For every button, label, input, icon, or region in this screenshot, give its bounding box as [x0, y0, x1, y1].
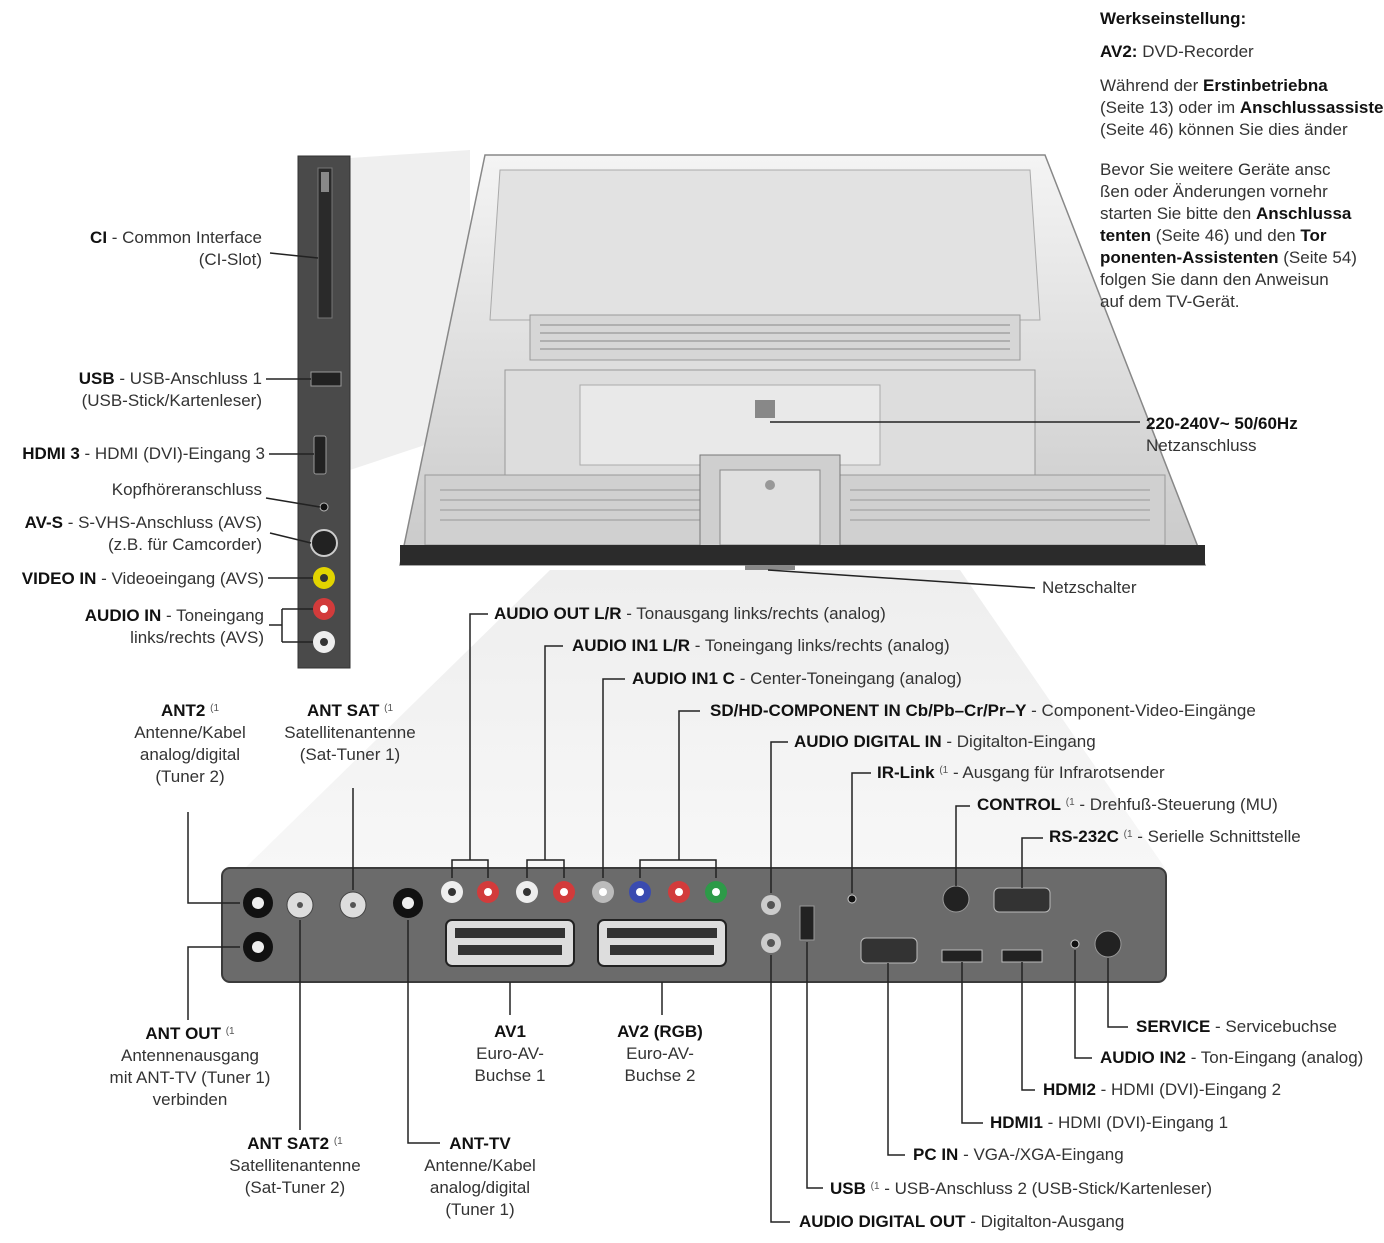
label-component: SD/HD-COMPONENT IN Cb/Pb–Cr/Pr–Y - Compo…	[710, 701, 1256, 720]
tv-back-view	[399, 154, 1207, 570]
label-audio-digital-out: AUDIO DIGITAL OUT - Digitalton-Ausgang	[799, 1212, 1125, 1231]
label-usb2: USB (1 - USB-Anschluss 2 (USB-Stick/Kart…	[830, 1179, 1213, 1198]
leader-lines	[187, 252, 1140, 1223]
label-hdmi3: HDMI 3 - HDMI (DVI)-Eingang 3	[22, 444, 265, 463]
label-hdmi2: HDMI2 - HDMI (DVI)-Eingang 2	[1043, 1080, 1282, 1099]
bottom-callout-shape	[245, 570, 1165, 868]
label-usb1: USB - USB-Anschluss 1(USB-Stick/Kartenle…	[78, 369, 262, 410]
label-video-in: VIDEO IN - Videoeingang (AVS)	[21, 569, 264, 588]
label-audio-in2: AUDIO IN2 - Ton-Eingang (analog)	[1100, 1048, 1364, 1067]
label-audio-out-lr: AUDIO OUT L/R - Tonausgang links/rechts …	[494, 604, 886, 623]
side-panel	[297, 155, 351, 669]
label-power-switch: Netzschalter	[1042, 578, 1137, 597]
label-ir-link: IR-Link (1 - Ausgang für Infrarotsender	[877, 763, 1165, 782]
label-av-s: AV-S - S-VHS-Anschluss (AVS)(z.B. für Ca…	[24, 513, 262, 554]
label-audio-digital-in: AUDIO DIGITAL IN - Digitalton-Eingang	[794, 732, 1096, 751]
label-control: CONTROL (1 - Drehfuß-Steuerung (MU)	[977, 795, 1278, 814]
label-rs232c: RS-232C (1 - Serielle Schnittstelle	[1049, 827, 1301, 846]
factory-settings-heading: Werkseinstellung:	[1100, 9, 1247, 28]
label-ci: CI - Common Interface(CI-Slot)	[90, 228, 262, 269]
info-paragraph-2: Bevor Sie weitere Geräte ansc ßen oder Ä…	[1100, 160, 1357, 311]
label-service: SERVICE - Servicebuchse	[1136, 1017, 1337, 1036]
label-pc-in: PC IN - VGA-/XGA-Eingang	[913, 1145, 1124, 1164]
label-audio-in1-c: AUDIO IN1 C - Center-Toneingang (analog)	[632, 669, 962, 688]
av2-setting: AV2: DVD-Recorder	[1100, 42, 1254, 61]
label-av2: AV2 (RGB)Euro-AV-Buchse 2	[617, 1022, 703, 1085]
label-hdmi1: HDMI1 - HDMI (DVI)-Eingang 1	[990, 1113, 1229, 1132]
label-audio-in1-lr: AUDIO IN1 L/R - Toneingang links/rechts …	[572, 636, 950, 655]
bottom-panel	[221, 867, 1167, 983]
info-paragraph-1: Während der Erstinbetriebna (Seite 13) o…	[1100, 76, 1384, 139]
rca-jacks	[441, 881, 727, 903]
label-headphone: Kopfhöreranschluss	[111, 480, 262, 499]
